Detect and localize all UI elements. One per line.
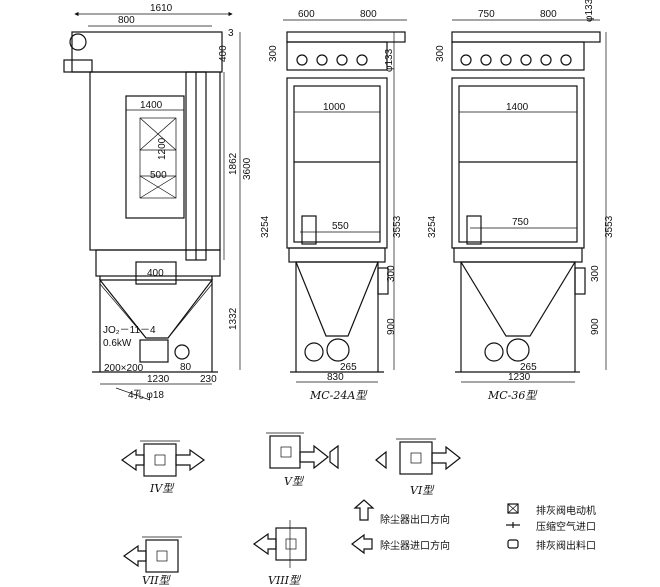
dim-outlet: 200×200 <box>104 363 144 374</box>
symbol-legend: 排灰阀电动机 压缩空气进口 排灰阀出料口 <box>506 503 596 552</box>
motor-model: JO₂－11－4 <box>103 325 156 336</box>
inspection-door <box>125 95 185 219</box>
variant-v: V型 <box>266 432 339 488</box>
inlet-direction-icon <box>351 533 373 555</box>
dim-top-total: 1610 <box>150 3 173 14</box>
anchor-holes: 4孔 φ18 <box>128 389 164 401</box>
view-mc24a: 600 800 300 φ133 1000 550 3254 3553 300 … <box>260 9 407 402</box>
view-mc36: 750 800 φ133 300 1400 750 3254 3553 300 … <box>427 0 615 402</box>
dim-inlet-w: 400 <box>147 268 164 279</box>
dim-base-r: 80 <box>180 362 192 373</box>
view-side-elevation: 1610 800 3 400 1400 1200 500 1862 3600 <box>63 3 253 401</box>
top-fan-wheel <box>69 33 87 51</box>
dim-door-w: 1400 <box>140 100 163 111</box>
dim-top-width: 800 <box>118 15 135 26</box>
dim-top-right: 3 <box>228 28 234 39</box>
mc36-dim-h300: 300 <box>435 45 446 62</box>
mc24-dim-pipe: φ133 <box>384 48 395 72</box>
mc24-dim-h3553: 3553 <box>392 215 403 238</box>
legend-discharge: 排灰阀出料口 <box>536 539 596 552</box>
dim-h1862: 1862 <box>228 152 239 175</box>
variant-viii: VIII型 <box>252 520 307 587</box>
mc36-dim-h3254: 3254 <box>427 215 438 238</box>
mc36-dim-h900: 900 <box>590 318 601 335</box>
mc36-caption: MC-36型 <box>487 389 538 402</box>
mc24-caption: MC-24A型 <box>309 389 368 402</box>
mc36-dim-inner: 1400 <box>506 102 529 113</box>
discharge-symbol-icon <box>507 539 519 549</box>
mc36-dim-bottom: 265 <box>520 362 537 373</box>
mc24-dim-mid: 550 <box>332 221 349 232</box>
variant-vii: VII型 <box>122 536 182 587</box>
legend-outlet-direction: 除尘器出口方向 <box>380 513 450 526</box>
mc36-dim-h300b: 300 <box>590 265 601 282</box>
mc24-dim-inner: 1000 <box>323 102 346 113</box>
mc24-dim-bottom: 265 <box>340 362 357 373</box>
mc24-dim-h900: 900 <box>386 318 397 335</box>
legend-inlet-direction: 除尘器进口方向 <box>380 539 450 552</box>
dim-h3600: 3600 <box>242 157 253 180</box>
dim-h1332: 1332 <box>228 307 239 330</box>
mc24-dim-h3254: 3254 <box>260 215 271 238</box>
mc24-dim-top-right: 800 <box>360 9 377 20</box>
variant-vi-label: VI型 <box>410 484 435 497</box>
mc24-dim-h300: 300 <box>268 45 279 62</box>
legend-motor: 排灰阀电动机 <box>536 504 596 517</box>
mc36-dim-top-left: 750 <box>478 9 495 20</box>
variant-iv-label: IV型 <box>149 482 175 495</box>
mc36-dim-pipe: φ133 <box>584 0 595 22</box>
legend-air: 压缩空气进口 <box>536 520 596 533</box>
mc36-dim-top-right: 800 <box>540 9 557 20</box>
mc24-dim-h300b: 300 <box>386 265 397 282</box>
mc36-dim-h3553: 3553 <box>604 215 615 238</box>
dim-door-h: 1200 <box>157 137 168 160</box>
direction-legend: 除尘器出口方向 除尘器进口方向 <box>351 499 450 555</box>
motor-symbol-icon <box>507 503 519 514</box>
variant-viii-label: VIII型 <box>268 574 302 587</box>
dim-inner-w: 500 <box>150 170 167 181</box>
motor-power: 0.6kW <box>103 338 132 349</box>
dim-base: 1230 <box>147 374 170 385</box>
variant-vii-label: VII型 <box>142 574 172 587</box>
dim-h400: 400 <box>218 45 229 62</box>
dim-base-rr: 230 <box>200 374 217 385</box>
outlet-direction-icon <box>353 499 375 521</box>
mc36-dim-base: 1230 <box>508 372 531 383</box>
mc36-dim-mid: 750 <box>512 217 529 228</box>
variant-iv: IV型 <box>120 440 206 495</box>
variant-vi: VI型 <box>375 438 461 497</box>
variant-v-label: V型 <box>284 475 305 488</box>
mc24-dim-top-left: 600 <box>298 9 315 20</box>
mc24-dim-base: 830 <box>327 372 344 383</box>
